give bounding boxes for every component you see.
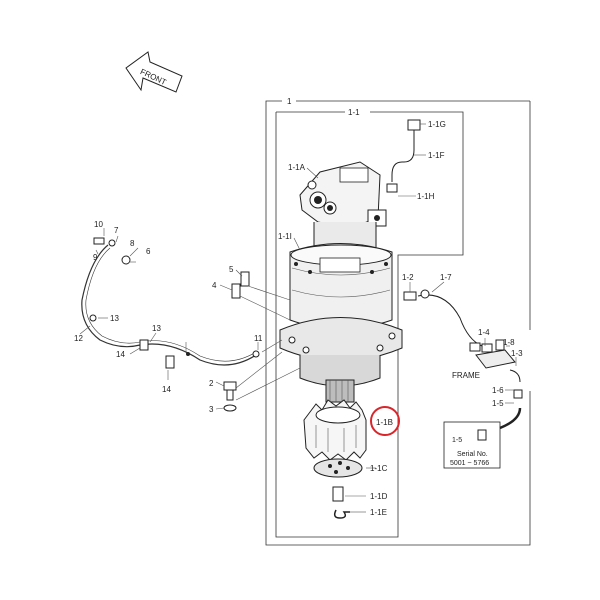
bolt-parts — [223, 271, 250, 412]
callout-1-1F: 1-1F — [428, 151, 445, 160]
callout-3: 3 — [209, 405, 214, 414]
callout-1-1E: 1-1E — [370, 508, 387, 517]
callout-12: 12 — [74, 334, 83, 343]
callout-4: 4 — [212, 281, 217, 290]
wire-1-1E — [333, 509, 350, 519]
pipe-1-1F — [386, 119, 421, 193]
inset-part-label: 1-5 — [452, 437, 462, 444]
grease-hose — [81, 237, 260, 369]
assembly-frame: 1 1-1 — [265, 97, 531, 546]
callout-1-1H: 1-1H — [417, 192, 435, 201]
leader-lines — [79, 123, 517, 513]
highlight-circle — [370, 406, 400, 436]
callout-11: 11 — [254, 334, 263, 343]
callout-5: 5 — [229, 265, 234, 274]
front-arrow: FRONT — [125, 51, 183, 93]
frame-label: FRAME — [452, 371, 480, 380]
frame-block: FRAME — [452, 349, 523, 399]
hose-1-7 — [403, 289, 505, 353]
callout-1-7: 1-7 — [440, 273, 452, 282]
serial-inset: 1-5 Serial No. 5001 ~ 5766 — [443, 407, 522, 469]
swing-motor — [279, 161, 403, 403]
callout-10: 10 — [94, 220, 103, 229]
callout-8: 8 — [130, 239, 135, 248]
callout-9: 9 — [93, 253, 98, 262]
serial-range: 5001 ~ 5766 — [450, 460, 489, 467]
callout-1-1: 1-1 — [348, 108, 360, 117]
callout-13-left: 13 — [110, 314, 119, 323]
callout-1-3: 1-3 — [511, 349, 523, 358]
callout-1-6: 1-6 — [492, 386, 504, 395]
callout-labels: 1-1G 1-1F 1-1A 1-1H 1-1I 1-2 1-7 1-4 1-8… — [74, 120, 523, 517]
callout-1-1A: 1-1A — [288, 163, 306, 172]
callout-6: 6 — [146, 247, 151, 256]
callout-1: 1 — [287, 97, 292, 106]
callout-1-1I: 1-1I — [278, 232, 292, 241]
callout-14-left: 14 — [116, 350, 125, 359]
callout-1-1B: 1-1B — [376, 418, 393, 427]
callout-14-right: 14 — [162, 385, 171, 394]
callout-2: 2 — [209, 379, 214, 388]
callout-1-5: 1-5 — [492, 399, 504, 408]
callout-1-1D: 1-1D — [370, 492, 388, 501]
callout-1-8: 1-8 — [503, 338, 515, 347]
serial-title: Serial No. — [457, 451, 488, 458]
callout-13-right: 13 — [152, 324, 161, 333]
plate-1-1C — [313, 458, 363, 478]
bolt-1-1D — [332, 486, 344, 502]
callout-1-4: 1-4 — [478, 328, 490, 337]
callout-7: 7 — [114, 226, 119, 235]
callout-1-1G: 1-1G — [428, 120, 446, 129]
projection-lines — [235, 285, 301, 401]
callout-1-2: 1-2 — [402, 273, 414, 282]
gear-1-1B — [303, 399, 367, 461]
callout-1-1C: 1-1C — [370, 464, 388, 473]
